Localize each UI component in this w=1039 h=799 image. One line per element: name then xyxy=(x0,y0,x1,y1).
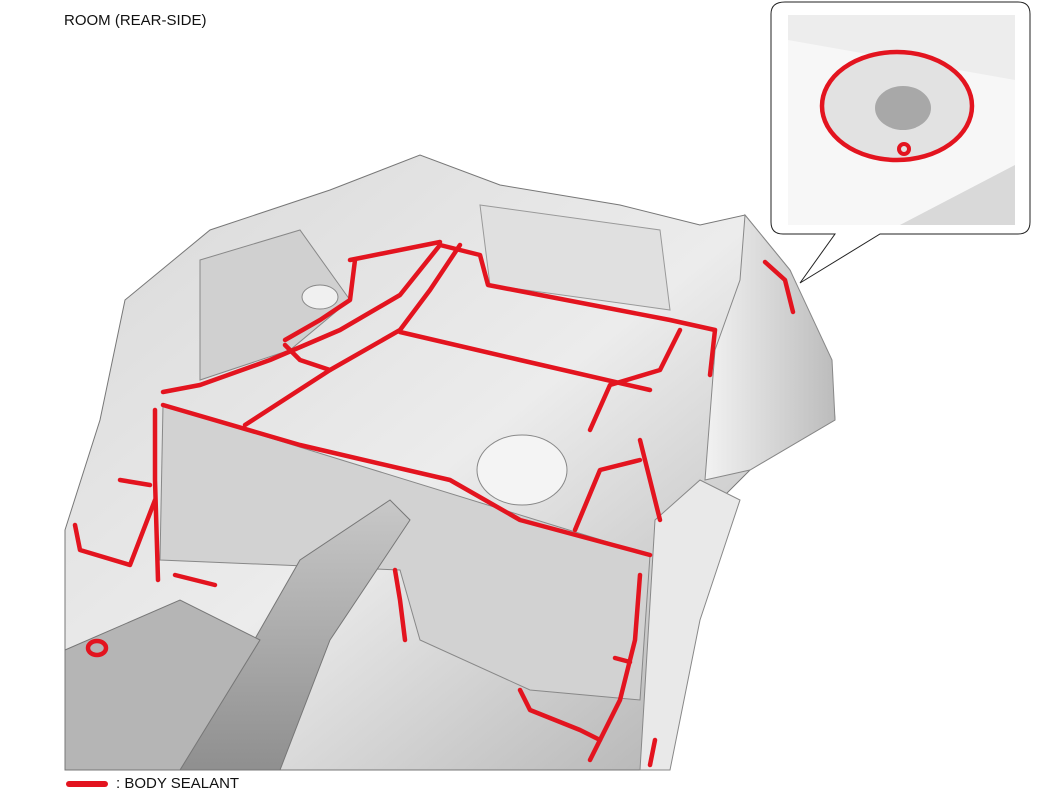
sealant-line xyxy=(587,327,683,433)
sealant-line xyxy=(72,497,158,568)
sealant-line xyxy=(647,737,658,768)
spare-tire-well xyxy=(476,434,568,506)
sealant-lines xyxy=(72,239,796,768)
sealant-line xyxy=(347,239,443,263)
right-wheelhouse xyxy=(639,479,741,771)
sealant-line xyxy=(392,567,408,643)
sealant-line xyxy=(282,342,333,373)
sealant-line xyxy=(597,572,643,743)
sealant-line xyxy=(572,457,643,533)
diagram-title: ROOM (REAR-SIDE) xyxy=(64,12,207,29)
sealant-line xyxy=(637,437,663,523)
floor-tunnel xyxy=(179,499,411,771)
sealant-line xyxy=(762,259,796,315)
callout-sealant-ring xyxy=(819,49,975,163)
callout-sealant-dot xyxy=(897,142,911,156)
sealant-line xyxy=(152,407,161,583)
sealant-line xyxy=(117,477,153,488)
sealant-line xyxy=(160,242,718,395)
left-wheelhouse xyxy=(199,229,351,381)
sealant-line xyxy=(612,655,633,665)
sealant-line xyxy=(172,572,218,588)
legend: : BODY SEALANT xyxy=(66,775,239,792)
sealant-line xyxy=(517,687,603,763)
lower-floor xyxy=(64,599,261,771)
right-quarter-panel xyxy=(704,213,836,481)
sealant-line xyxy=(160,402,653,558)
left-strut-hole xyxy=(301,284,339,310)
sealant-ring xyxy=(85,638,109,658)
sealant-legend-swatch xyxy=(66,780,108,787)
rear-floor-panel xyxy=(159,404,651,701)
sealant-line xyxy=(282,257,358,343)
callout-detail xyxy=(788,15,1015,225)
legend-label: : BODY SEALANT xyxy=(116,775,240,792)
sealant-line xyxy=(397,329,653,393)
rear-panel xyxy=(479,204,671,311)
